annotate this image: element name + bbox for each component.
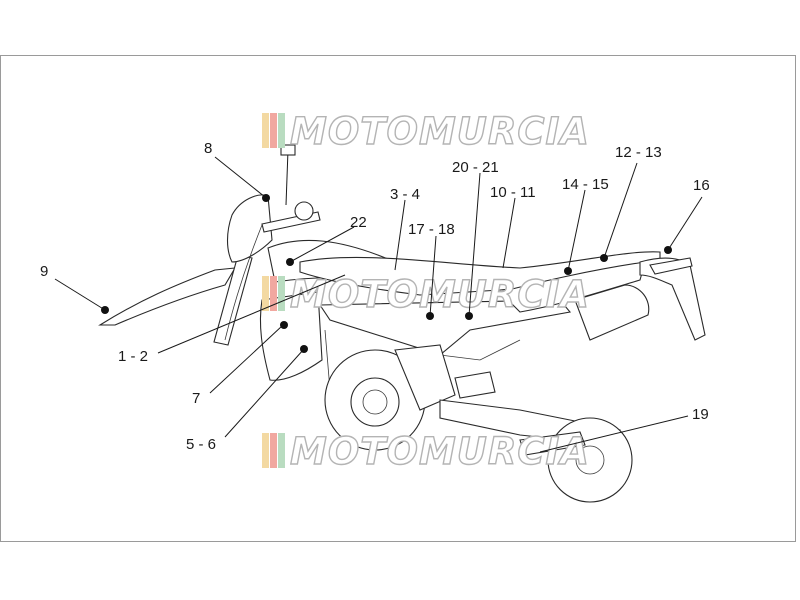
callout-20-21: 20 - 21	[452, 159, 499, 176]
chain-guard	[519, 431, 586, 456]
rear-fender	[639, 257, 706, 341]
cylinder	[394, 344, 456, 411]
radiator-shroud	[259, 291, 323, 381]
callout-16: 16	[693, 177, 710, 194]
callout-5-6: 5 - 6	[186, 436, 216, 453]
marker-dots	[101, 194, 672, 353]
callout-22: 22	[350, 214, 367, 231]
tail-light	[649, 257, 693, 275]
diagram-frame	[0, 55, 796, 542]
callout-9: 9	[40, 263, 48, 280]
watermark-middle: MOTOMURCIA	[262, 272, 590, 317]
rear-hub	[575, 445, 605, 475]
mirror-stem	[285, 149, 289, 206]
watermark-text: MOTOMURCIA	[290, 273, 590, 316]
callout-3-4: 3 - 4	[390, 186, 420, 203]
callout-7: 7	[192, 390, 200, 407]
watermark-text: MOTOMURCIA	[290, 110, 590, 153]
callout-8: 8	[204, 140, 212, 157]
watermark-top: MOTOMURCIA	[262, 109, 590, 154]
watermark-text: MOTOMURCIA	[290, 430, 590, 473]
watermark-bottom: MOTOMURCIA	[262, 429, 590, 474]
brake-line	[224, 224, 263, 341]
front-fender	[98, 267, 237, 326]
exhaust-muffler	[574, 284, 650, 341]
callout-1-2: 1 - 2	[118, 348, 148, 365]
callout-17-18: 17 - 18	[408, 221, 455, 238]
handlebar-clamp	[294, 201, 314, 221]
callout-10-11: 10 - 11	[490, 184, 536, 201]
callout-labels: 9 8 22 1 - 2 7 5 - 6 3 - 4 17 - 18 20 - …	[40, 140, 710, 453]
mirror-base	[280, 144, 296, 156]
leader-lines	[54, 156, 703, 453]
engine-hub	[362, 389, 388, 415]
callout-12-13: 12 - 13	[615, 144, 662, 161]
footpeg-bracket	[454, 371, 496, 399]
callout-14-15: 14 - 15	[562, 176, 609, 193]
callout-19: 19	[692, 406, 709, 423]
engine-cover	[350, 377, 400, 427]
front-number-plate	[226, 194, 273, 263]
